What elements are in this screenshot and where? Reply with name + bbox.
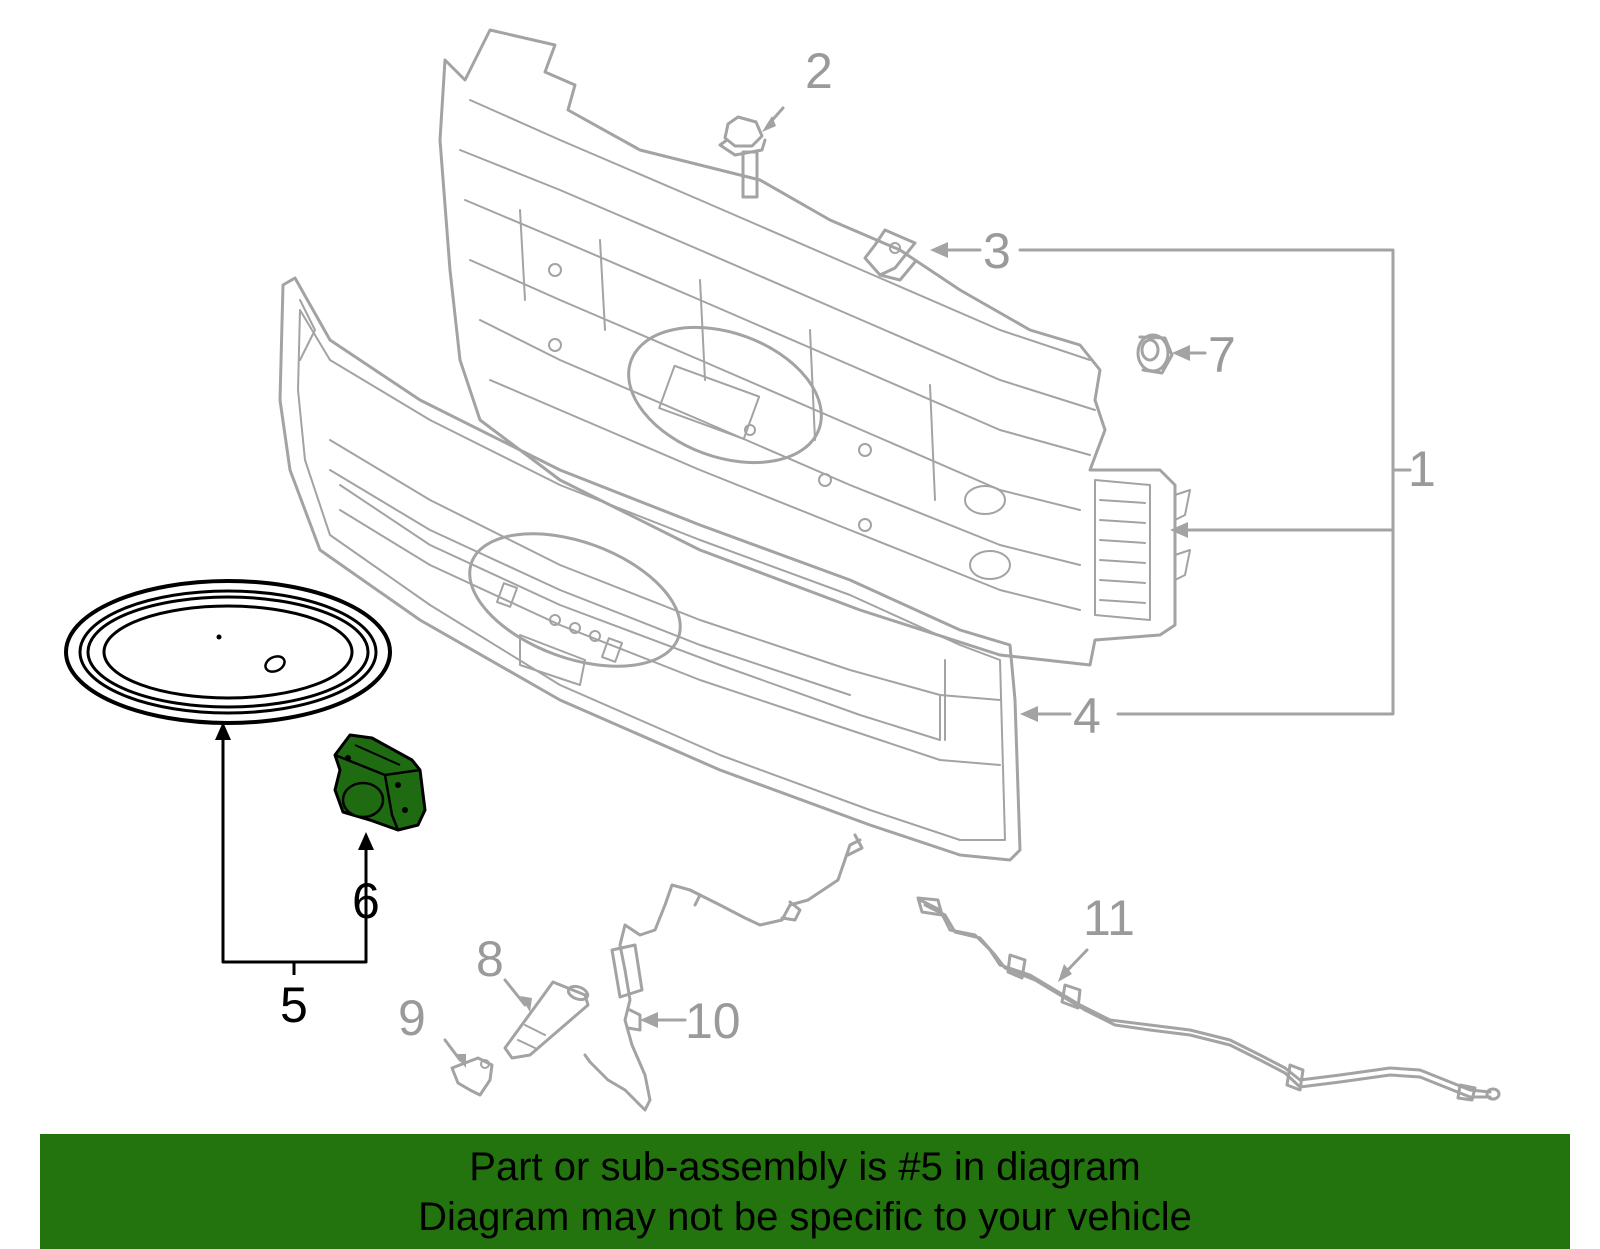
grille-shell-part-4 (278, 276, 1022, 862)
sensor-part-8 (503, 980, 590, 1060)
leader-lines-black (215, 722, 374, 975)
harness-part-11 (916, 896, 1501, 1102)
info-banner: Part or sub-assembly is #5 in diagram Di… (40, 1134, 1570, 1249)
nut-part-7 (1136, 333, 1174, 375)
callout-7: 7 (1208, 327, 1236, 383)
callout-8: 8 (476, 931, 504, 987)
leader-arrowheads-gray (454, 116, 1190, 1068)
callout-labels: 1 2 3 4 5 6 7 8 9 10 11 (280, 43, 1436, 1049)
callout-10: 10 (685, 993, 741, 1049)
callout-5: 5 (280, 977, 308, 1033)
banner-line-2: Diagram may not be specific to your vehi… (418, 1195, 1192, 1239)
camera-part-6 (333, 733, 427, 832)
grille-assembly-part-1 (438, 28, 1191, 667)
callout-6: 6 (352, 873, 380, 929)
bolt-part-2 (718, 115, 767, 199)
leader-lines-gray (443, 106, 1412, 1062)
connector-part-9 (450, 1056, 494, 1097)
clip-part-3 (863, 228, 917, 282)
banner-line-1: Part or sub-assembly is #5 in diagram (469, 1145, 1141, 1189)
callout-9: 9 (398, 990, 426, 1046)
emblem-part-5 (64, 579, 392, 725)
callout-1: 1 (1408, 441, 1436, 497)
callout-4: 4 (1073, 688, 1101, 744)
callout-2: 2 (805, 43, 833, 99)
callout-11: 11 (1083, 890, 1135, 946)
callout-3: 3 (983, 223, 1011, 279)
harness-part-10 (583, 833, 864, 1112)
